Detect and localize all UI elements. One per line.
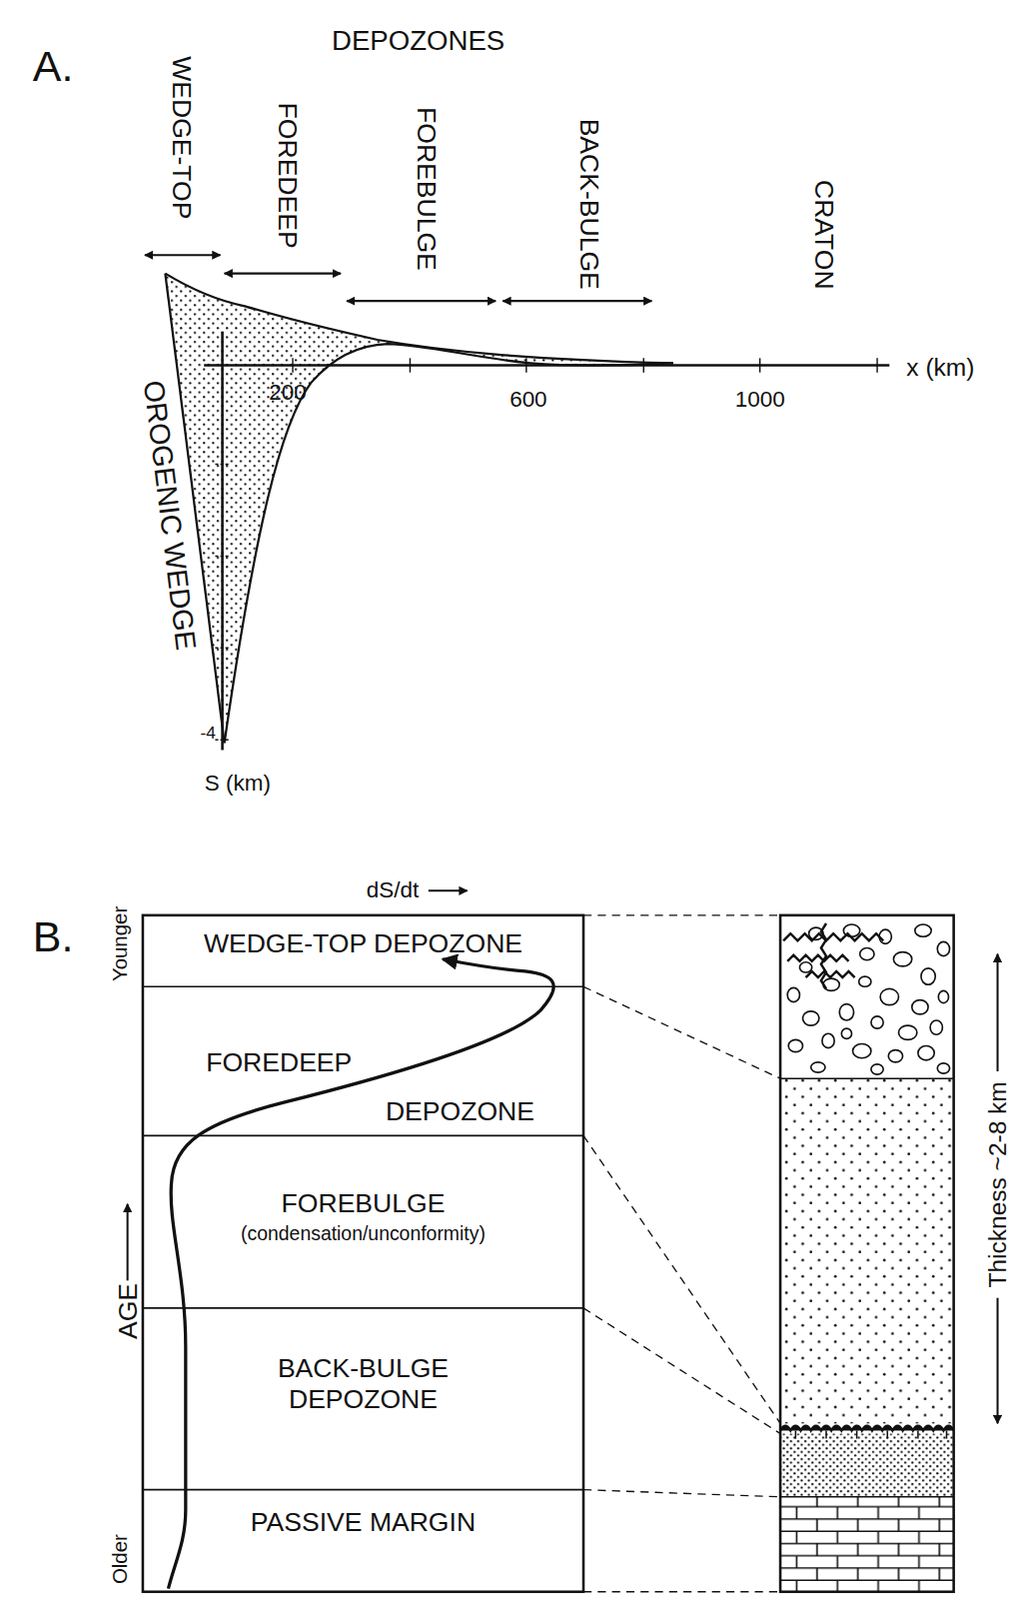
- band-text: (condensation/unconformity): [142, 1221, 584, 1244]
- band-text: BACK-BULGE DEPOZONE: [250, 1353, 476, 1415]
- zone-label: FOREBULGE: [413, 106, 441, 271]
- panel-letter: B.: [32, 915, 74, 959]
- band-dividers: [142, 986, 584, 1489]
- age-arrow: [126, 1203, 129, 1281]
- stage-band: FOREBULGE(condensation/unconformity): [142, 1134, 584, 1308]
- stage-band: WEDGE-TOP DEPOZONE: [142, 915, 584, 987]
- tick-label: -4: [200, 723, 216, 741]
- correlation-lines: [583, 915, 781, 1592]
- zone-label: FOREDEEP: [274, 102, 302, 249]
- subsidence-curve: [167, 959, 554, 1589]
- axis-end-label: Younger: [108, 906, 129, 982]
- band-text: DEPOZONE: [385, 1096, 535, 1128]
- axes: [203, 331, 890, 751]
- axis-label: AGE: [113, 1282, 141, 1339]
- axis-label: x (km): [906, 354, 975, 380]
- tick-label: 200: [268, 381, 306, 404]
- stage-band: BACK-BULGE DEPOZONE: [142, 1307, 584, 1490]
- zone-label: WEDGE-TOP: [167, 55, 195, 219]
- band-text: PASSIVE MARGIN: [142, 1506, 584, 1538]
- band-text: FOREDEEP: [205, 1047, 352, 1079]
- zone-label: CRATON: [811, 179, 839, 290]
- stage-band: PASSIVE MARGIN: [142, 1489, 584, 1592]
- thickness-arrow: [997, 954, 1000, 1071]
- deflection-curve: [224, 343, 674, 743]
- tick-label: 600: [509, 388, 547, 411]
- thickness-arrow: [997, 1297, 1000, 1424]
- basin-fill: [164, 273, 673, 744]
- panel-letter: A.: [32, 44, 74, 88]
- tick-label: 1000: [735, 388, 786, 411]
- dimension-label: Thickness ~2-8 km: [985, 1080, 1011, 1287]
- strat-column: [780, 915, 955, 1592]
- axis-end-label: Older: [108, 1533, 129, 1584]
- rate-arrow: [428, 889, 468, 892]
- heading-label: DEPOZONES: [331, 26, 505, 55]
- axis-label: S (km): [204, 772, 271, 795]
- zone-label: BACK-BULGE: [576, 118, 604, 290]
- stage-band: FOREDEEP DEPOZONE: [142, 986, 584, 1135]
- chart-frame: [142, 915, 584, 1592]
- band-text: WEDGE-TOP DEPOZONE: [142, 928, 584, 960]
- band-text: FOREBULGE: [142, 1187, 584, 1219]
- axis-label: dS/dt: [366, 879, 419, 902]
